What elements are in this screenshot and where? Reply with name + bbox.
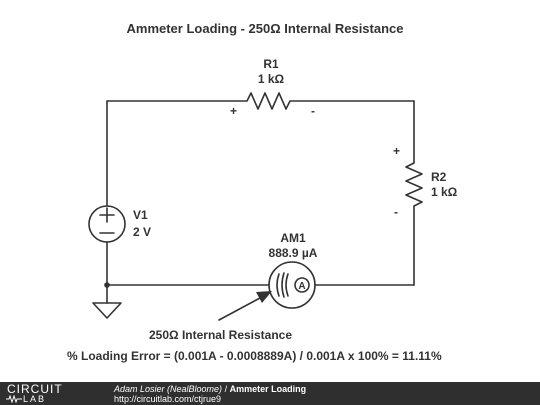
v1-name: V1 (133, 208, 148, 222)
r1-minus-sign: - (311, 104, 315, 118)
v1-value: 2 V (133, 225, 152, 239)
ammeter-badge (294, 277, 310, 293)
brand-logo-lab: LAB (23, 394, 47, 404)
ammeter-badge-letter: A (298, 281, 305, 292)
diagram-title: Ammeter Loading - 250Ω Internal Resistan… (126, 21, 404, 36)
r2-value: 1 kΩ (431, 185, 458, 199)
credit-separator: / (224, 384, 228, 394)
brand-logo-circuit: CIRCUIT (7, 382, 63, 396)
ammeter-scale (276, 272, 289, 298)
r2-plus-sign: + (393, 144, 401, 158)
project-url-link[interactable]: http://circuitlab.com/ctjrue9 (114, 394, 222, 404)
voltage-source-symbol (88, 205, 126, 243)
r2-name: R2 (431, 170, 447, 184)
r1-value: 1 kΩ (257, 72, 285, 86)
author-link[interactable]: Adam Losier (NealBloome) (114, 384, 223, 394)
am1-value: 888.9 µA (268, 246, 318, 260)
r2-minus-sign: - (394, 205, 398, 219)
brand-logo-wave-icon (6, 395, 22, 403)
junction-dot (104, 282, 110, 288)
r1-plus-sign: + (230, 104, 238, 118)
ground-symbol (92, 302, 122, 319)
voltage-source-plus (99, 207, 115, 223)
ammeter-symbol (268, 261, 316, 309)
top-wire (106, 92, 415, 110)
right-wire (405, 100, 423, 286)
r1-name: R1 (263, 57, 279, 71)
loading-error-formula: % Loading Error = (0.001A - 0.0008889A) … (67, 349, 442, 363)
annotation-arrow-line (218, 297, 261, 321)
footer-credit: Adam Losier (NealBloome) / Ammeter Loadi… (114, 384, 306, 394)
footer-bar: CIRCUIT LAB Adam Losier (NealBloome) / A… (0, 382, 540, 405)
internal-resistance-annotation: 250Ω Internal Resistance (149, 328, 293, 342)
project-title[interactable]: Ammeter Loading (229, 384, 307, 394)
annotation-arrow-head (256, 291, 272, 303)
am1-name: AM1 (280, 231, 306, 245)
